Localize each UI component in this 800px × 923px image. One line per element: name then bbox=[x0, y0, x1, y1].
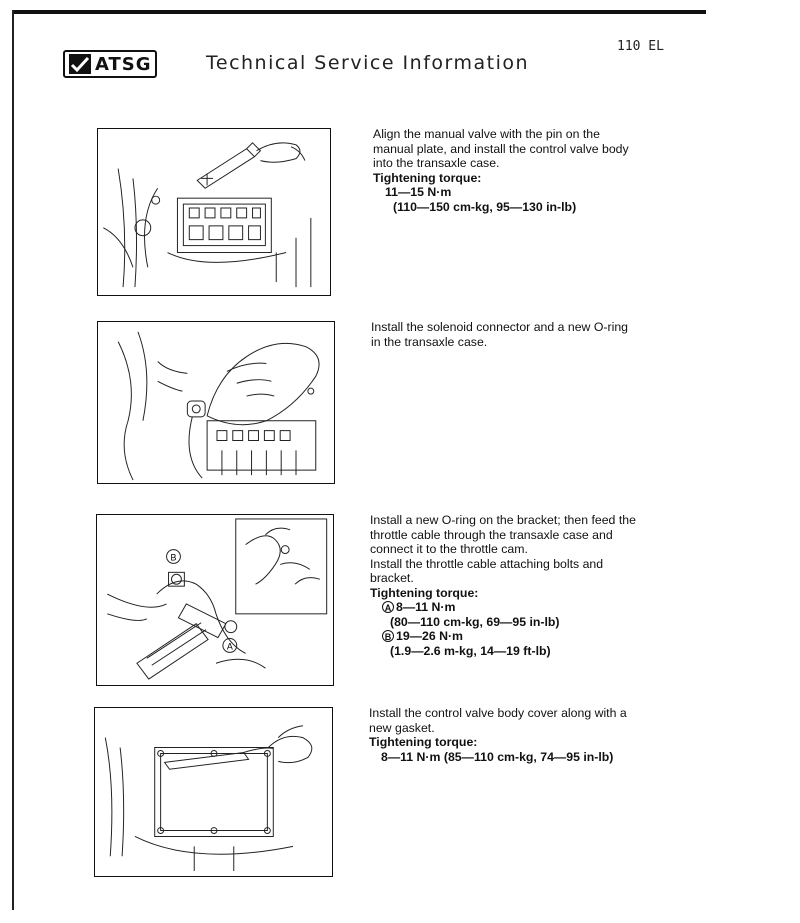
step-3-torque-a-value: 8—11 N·m bbox=[396, 600, 456, 614]
step-3-torque-a-detail: (80—110 cm-kg, 69—95 in-lb) bbox=[390, 614, 560, 629]
step-3-text: Install a new O-ring on the bracket; the… bbox=[370, 513, 638, 658]
step-4-torque-heading: Tightening torque: bbox=[369, 735, 478, 749]
step-2-text: Install the solenoid connector and a new… bbox=[371, 320, 639, 349]
step-1-torque-value: 11—15 N·m bbox=[385, 185, 452, 199]
step-4-text: Install the control valve body cover alo… bbox=[369, 706, 637, 764]
step-4-torque-value: 8—11 N·m (85—110 cm-kg, 74—95 in-lb) bbox=[381, 749, 614, 764]
step-1-torque-heading: Tightening torque: bbox=[373, 170, 482, 185]
step-3-instruction: Install a new O-ring on the bracket; the… bbox=[370, 513, 636, 556]
step-1-instruction: Align the manual valve with the pin on t… bbox=[373, 127, 629, 170]
step-2-instruction: Install the solenoid connector and a new… bbox=[371, 320, 629, 349]
step-1-text: Align the manual valve with the pin on t… bbox=[373, 127, 641, 214]
figure-valve-body-cover bbox=[94, 707, 333, 877]
step-3-instruction-2: Install the throttle cable attaching bol… bbox=[370, 556, 604, 586]
figure-solenoid-connector bbox=[97, 321, 335, 484]
page-number: 110 EL bbox=[617, 39, 664, 54]
figure-label-a: A bbox=[227, 641, 233, 651]
top-border-rule bbox=[12, 10, 706, 14]
left-border-rule bbox=[12, 10, 14, 910]
circle-b-marker: B bbox=[382, 630, 394, 642]
circle-a-marker: A bbox=[382, 601, 394, 613]
step-3-torque-b-detail: (1.9—2.6 m-kg, 14—19 ft-lb) bbox=[390, 643, 551, 658]
step-1-torque-detail: (110—150 cm-kg, 95—130 in-lb) bbox=[393, 199, 577, 214]
atsg-logo: ATSG bbox=[63, 50, 157, 78]
logo-text: ATSG bbox=[95, 53, 152, 75]
page-title: Technical Service Information bbox=[206, 52, 530, 74]
figure-label-b: B bbox=[171, 552, 177, 562]
checkmark-logo-icon bbox=[69, 54, 91, 74]
figure-control-valve-install bbox=[97, 128, 331, 296]
figure-throttle-cable: B A bbox=[96, 514, 334, 686]
step-3-torque-heading: Tightening torque: bbox=[370, 585, 479, 600]
step-4-instruction: Install the control valve body cover alo… bbox=[369, 706, 627, 735]
step-3-torque-b-value: 19—26 N·m bbox=[396, 629, 463, 643]
